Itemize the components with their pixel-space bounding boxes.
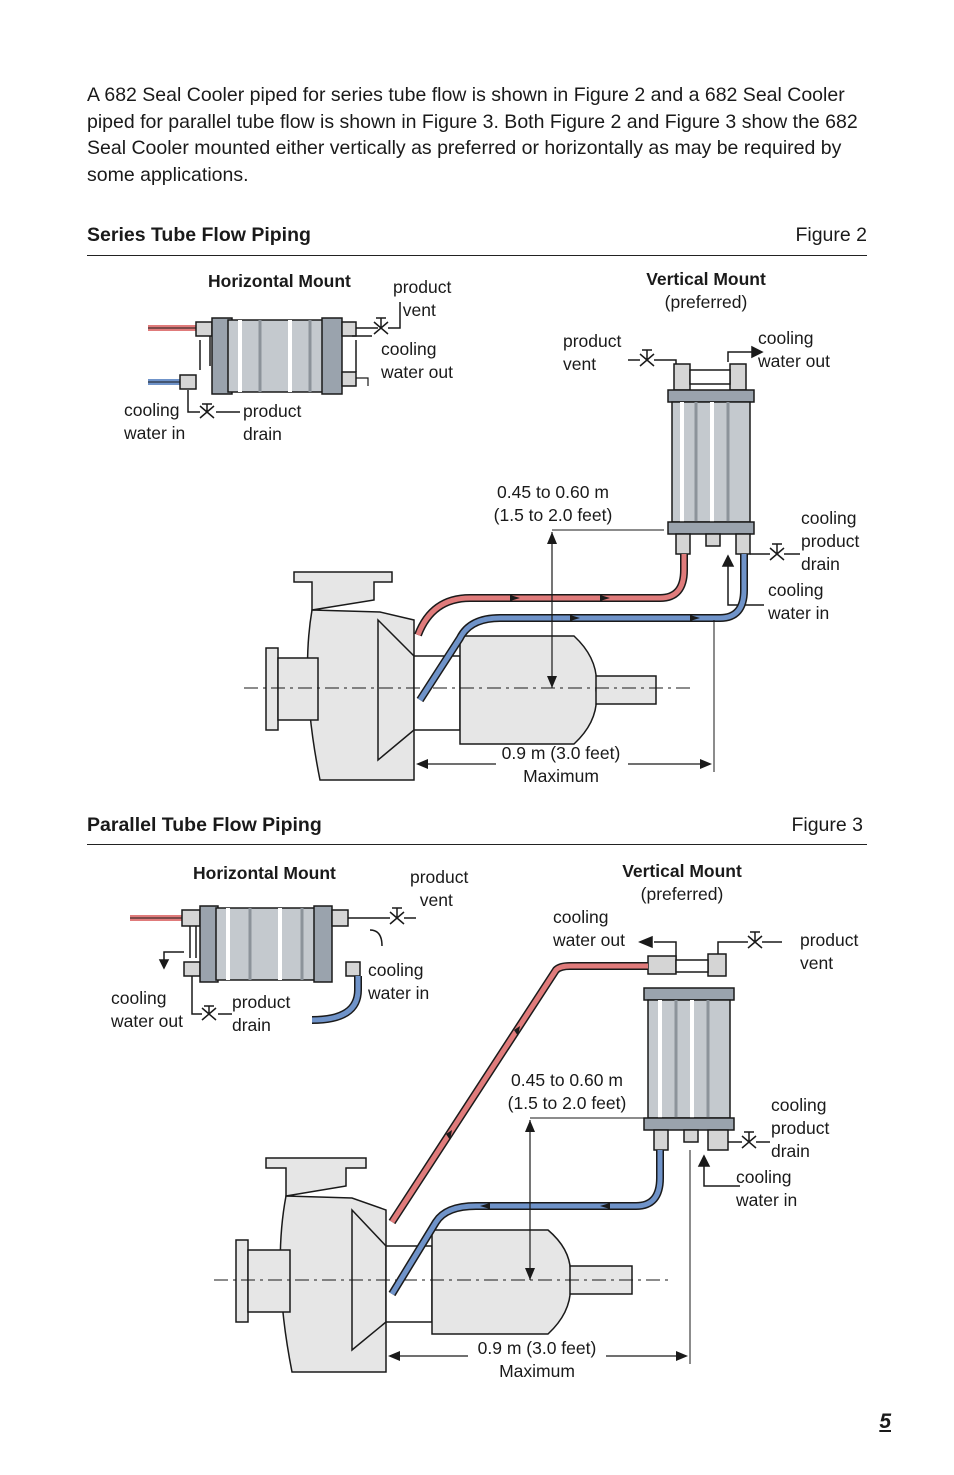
fig2-h-cooling-water-out: cooling water out	[381, 339, 453, 382]
figure3-diagram	[130, 905, 782, 1373]
figure2-rule	[87, 255, 867, 256]
fig3-height-dimension: 0.45 to 0.60 m (1.5 to 2.0 feet)	[507, 1070, 627, 1113]
fig3-h-product-vent: product vent	[410, 867, 469, 910]
fig2-v-cooling-water-out: cooling water out	[758, 328, 830, 371]
fig3-h-product-drain: product drain	[232, 992, 291, 1035]
fig3-distance-dimension: 0.9 m (3.0 feet) Maximum	[477, 1338, 597, 1381]
fig2-h-product-vent: product vent	[393, 277, 452, 320]
figure2-diagram	[148, 302, 800, 781]
figure3-title: Parallel Tube Flow Piping	[87, 814, 322, 836]
fig2-h-product-drain: product drain	[243, 401, 302, 444]
fig2-h-cooling-water-in: cooling water in	[124, 400, 186, 443]
figure2-title: Series Tube Flow Piping	[87, 224, 311, 246]
fig3-v-cooling-product-drain: cooling product drain	[771, 1095, 830, 1161]
fig3-v-product-vent: product vent	[800, 930, 859, 973]
fig3-h-cooling-water-out: cooling water out	[111, 988, 183, 1031]
figure3-number: Figure 3	[791, 814, 863, 836]
fig2-vertical-heading: Vertical Mount	[646, 269, 766, 289]
fig2-height-dimension: 0.45 to 0.60 m (1.5 to 2.0 feet)	[493, 482, 613, 525]
figure3-rule	[87, 844, 867, 845]
fig2-v-cooling-water-in: cooling water in	[768, 580, 830, 623]
intro-paragraph: A 682 Seal Cooler piped for series tube …	[87, 84, 858, 186]
fig3-v-cooling-water-in: cooling water in	[736, 1167, 798, 1210]
figure2-number: Figure 2	[795, 224, 867, 246]
fig2-horizontal-heading: Horizontal Mount	[208, 271, 351, 291]
fig3-horizontal-heading: Horizontal Mount	[193, 863, 336, 883]
fig3-preferred: (preferred)	[640, 884, 724, 904]
fig2-preferred: (preferred)	[664, 292, 748, 312]
fig3-vertical-heading: Vertical Mount	[622, 861, 742, 881]
fig3-v-cooling-water-out: cooling water out	[553, 907, 625, 950]
page-number: 5	[879, 1410, 891, 1433]
fig2-distance-dimension: 0.9 m (3.0 feet) Maximum	[501, 743, 621, 786]
fig3-h-cooling-water-in: cooling water in	[368, 960, 430, 1003]
fig2-v-product-vent: product vent	[563, 331, 622, 374]
fig2-v-cooling-product-drain: cooling product drain	[801, 508, 860, 574]
